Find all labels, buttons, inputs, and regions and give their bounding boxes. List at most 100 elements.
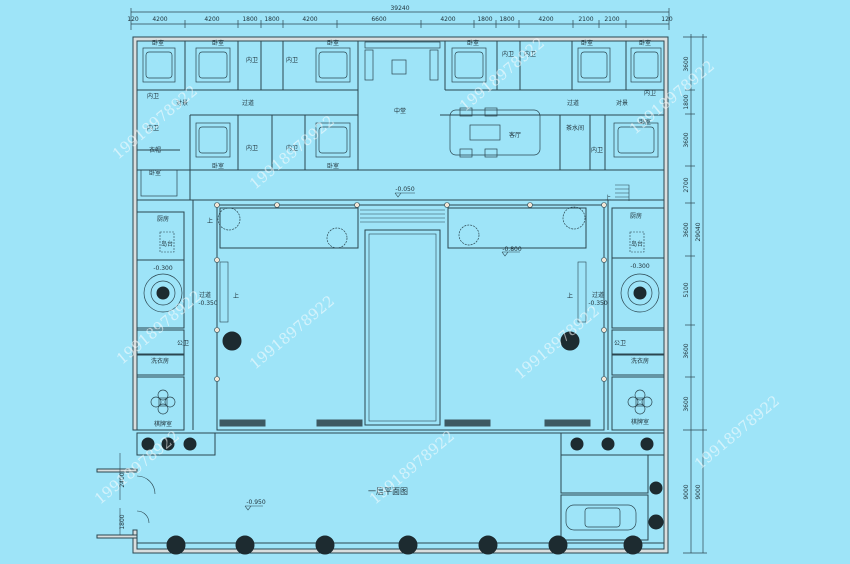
room-label-corridor: 过道 — [567, 99, 579, 107]
bed-icon — [140, 47, 662, 197]
watermark-text: 19918978922 — [511, 302, 603, 383]
dim-total-height: 29040 — [695, 222, 702, 241]
tree-icon — [141, 437, 664, 555]
hedge-icon — [219, 419, 591, 427]
room-label-island: 岛台 — [631, 240, 643, 248]
elevation-marker: -0.800 — [501, 246, 522, 257]
room-label-public-wc: 公卫 — [177, 340, 189, 347]
round-dining-table-icon — [620, 273, 660, 313]
right-wing: 厨房 岛台 -0.300 公卫 洗衣房 棋牌室 过道 -0.350 — [588, 200, 665, 431]
room-label-bathroom: 内卫 — [147, 124, 159, 132]
dim-label: 4200 — [538, 16, 553, 23]
room-label-kitchen: 厨房 — [630, 212, 642, 220]
watermark-text: 19918978922 — [626, 57, 718, 138]
dim-label: 3600 — [683, 56, 690, 71]
dim-label: 4200 — [152, 16, 167, 23]
room-label-bathroom: 内卫 — [644, 89, 656, 97]
dim-label: 1800 — [477, 16, 492, 23]
room-label-bathroom: 内卫 — [502, 50, 514, 58]
sofa-set-icon — [364, 41, 541, 158]
room-label-bedroom: 卧室 — [327, 162, 339, 170]
room-label-bedroom: 卧室 — [639, 118, 651, 126]
dim-label: 1800 — [499, 16, 514, 23]
room-label-tea-room: 茶水间 — [566, 124, 584, 132]
room-label-bedroom: 卧室 — [327, 39, 339, 47]
dim-label: 9000 — [695, 484, 702, 499]
dim-label: 4200 — [204, 16, 219, 23]
room-label-corridor: 过道 — [199, 291, 211, 299]
dim-label: 3600 — [683, 396, 690, 411]
front-yard: 2400 1800 一层平面图 -0.950 — [119, 432, 665, 555]
dim-label: 2100 — [578, 16, 593, 23]
tree-icon — [217, 206, 586, 351]
room-label-island: 岛台 — [161, 240, 173, 248]
elevation-dining: -0.300 — [630, 263, 650, 270]
stair-icon — [615, 184, 630, 201]
dim-label: 1800 — [683, 94, 690, 109]
watermark-text: 19918978922 — [246, 112, 338, 193]
stair-up-label: 上 — [207, 217, 213, 225]
room-label-public-wc: 公卫 — [614, 340, 626, 347]
dim-label: 3600 — [683, 132, 690, 147]
right-dimension-chain: 3600 1800 3600 2700 3600 5100 3600 3600 … — [683, 34, 707, 554]
door-icon — [119, 453, 156, 535]
room-label-central-hall: 中堂 — [394, 107, 406, 115]
dim-label: 2700 — [683, 177, 690, 192]
dim-label: 9000 — [683, 484, 690, 499]
room-label-corridor: 过道 — [242, 99, 254, 107]
stair-up-label: 上 — [567, 292, 573, 300]
left-wing: 厨房 岛台 -0.300 公卫 洗衣房 棋牌室 过道 -0.350 — [136, 200, 218, 431]
stair-up-label: 上 — [233, 292, 239, 300]
room-label-bathroom: 内卫 — [286, 56, 298, 64]
mahjong-table-icon — [150, 389, 176, 415]
room-label-chess-room: 棋牌室 — [154, 420, 172, 428]
room-label-bedroom: 卧室 — [581, 39, 593, 47]
column-icon — [214, 202, 607, 382]
room-label-bedroom: 卧室 — [149, 169, 161, 177]
room-label-feature: 对景 — [616, 99, 628, 107]
watermark-text: 19918978922 — [691, 392, 783, 473]
dim-label: 3600 — [683, 222, 690, 237]
elevation-yard: -0.950 — [246, 499, 266, 506]
garage-bay — [560, 494, 649, 541]
room-label-bathroom: 内卫 — [286, 144, 298, 152]
stair-up-label: 上 — [605, 194, 611, 202]
room-label-bedroom: 卧室 — [639, 39, 651, 47]
elevation-hall: -0.050 — [395, 186, 415, 193]
room-label-chess-room: 棋牌室 — [631, 418, 649, 426]
dim-label: 120 — [127, 16, 139, 23]
dim-label: 120 — [661, 16, 673, 23]
dim-label: 4200 — [440, 16, 455, 23]
door-width-label: 2400 — [119, 472, 126, 487]
elevation-court: -0.800 — [502, 246, 522, 253]
room-label-bathroom: 内卫 — [147, 92, 159, 100]
elevation-marker: -0.950 — [244, 499, 266, 511]
room-label-bedroom: 卧室 — [152, 39, 164, 47]
room-label-corridor: 过道 — [592, 291, 604, 299]
watermark-text: 19918978922 — [246, 292, 338, 373]
watermark-text: 19918978922 — [113, 287, 205, 368]
dim-label: 6600 — [371, 16, 386, 23]
room-label-bedroom: 卧室 — [212, 39, 224, 47]
room-label-bathroom: 内卫 — [591, 146, 603, 154]
door-width-label: 1800 — [119, 514, 126, 529]
dim-total-width: 39240 — [390, 5, 409, 12]
room-label-laundry: 洗衣房 — [151, 357, 169, 365]
room-label-bedroom: 卧室 — [467, 39, 479, 47]
dim-label: 1800 — [242, 16, 257, 23]
top-wing: 卧室 卧室 内卫 内卫 卧室 卧室 内卫 内卫 卧室 卧室 内卫 内卫 对景 过… — [137, 39, 664, 201]
room-label-feature: 对景 — [176, 99, 188, 107]
room-label-living-room: 客厅 — [509, 131, 521, 139]
watermark-text: 19918978922 — [366, 427, 458, 508]
room-label-bedroom: 卧室 — [212, 162, 224, 170]
steps-icon — [360, 209, 445, 223]
round-dining-table-icon — [143, 273, 183, 313]
dim-label: 1800 — [264, 16, 279, 23]
room-label-kitchen: 厨房 — [157, 215, 169, 223]
dim-label: 2100 — [604, 16, 619, 23]
car-icon — [565, 504, 637, 531]
room-label-cloakroom: 衣帽 — [149, 146, 161, 154]
elevation-marker: -0.050 — [394, 186, 415, 198]
elevation-corridor: -0.350 — [198, 300, 218, 307]
